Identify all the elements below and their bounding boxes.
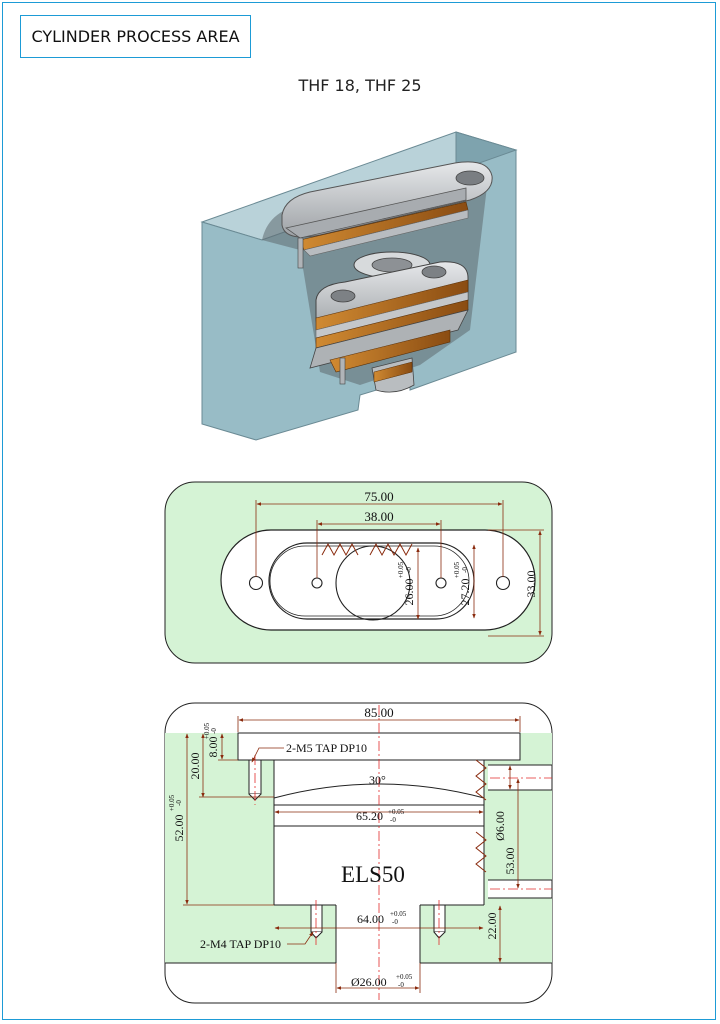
dim-lower-bore-tol-plus: +0.05 [390,910,407,918]
dim-lower-bore-tol-minus: -0 [392,918,398,926]
dim-bore-tol-plus: +0.05 [397,561,405,578]
model-subtitle: THF 18, THF 25 [298,76,422,95]
dim-upper-bore-tol-plus: +0.05 [388,808,405,816]
note-m4-tap: 2-M4 TAP DP10 [200,937,281,951]
bore-circle [335,545,411,621]
top-view: 75.00 38.00 26.00 +0.05 -0 27.20 +0.05 -… [164,481,553,664]
dim-port-height: 53.00 [503,848,517,875]
tap-hole-left [311,577,323,589]
dim-bore-width: 26.00 [402,579,416,606]
dim-total-width: 85.00 [364,705,393,720]
dim-rod-tol-minus: -0 [398,981,404,989]
section-view: 85.00 8.00 +0.05 -0 20.00 52.00 +0.05 -0… [164,702,553,1004]
dim-flange-tol-plus: +0.05 [203,722,211,739]
screw-left-top [297,237,304,269]
page-title: CYLINDER PROCESS AREA [20,15,251,58]
dim-upper-bore: 65.20 [356,809,383,823]
dim-port-lower: 22.00 [485,913,499,940]
dim-lower-bore: 64.00 [357,912,384,926]
inner-stadium [268,542,475,620]
dim-upper-depth: 20.00 [188,753,202,780]
dim-bore-tol-minus: -0 [405,567,413,573]
serration-lower [475,831,487,873]
dim-flange-tol-minus: -0 [210,728,218,734]
screw-left-bottom [339,357,346,385]
dim-rod-bore: Ø26.00 [351,975,387,989]
serration-upper [475,759,487,801]
dim-overall-width: 33.00 [524,571,538,598]
isometric-view [200,131,518,441]
dim-hole-pitch: 38.00 [364,509,393,524]
dim-total-tol-minus: -0 [175,800,183,806]
dim-groove-tol-minus: -0 [461,567,469,573]
dim-upper-bore-tol-minus: -0 [390,816,396,824]
mount-hole-left [248,575,264,591]
dim-total-tol-plus: +0.05 [168,794,176,811]
mount-hole-right [495,575,511,591]
dim-port: Ø6.00 [493,811,507,841]
model-name: ELS50 [341,862,405,887]
dim-overall-length: 75.00 [364,489,393,504]
note-m5-tap: 2-M5 TAP DP10 [286,741,367,755]
angle-label: 30° [369,773,386,787]
dim-groove-tol-plus: +0.05 [453,561,461,578]
lower-plate [309,309,469,369]
serration-left [321,542,359,557]
top-plate-hole [455,170,485,186]
serration-right [369,542,413,557]
tap-hole-right [435,577,447,589]
dim-groove-width: 27.20 [458,579,472,606]
dim-rod-tol-plus: +0.05 [396,973,413,981]
dim-total-depth: 52.00 [172,815,186,842]
dim-flange-depth: 8.00 [206,737,220,758]
